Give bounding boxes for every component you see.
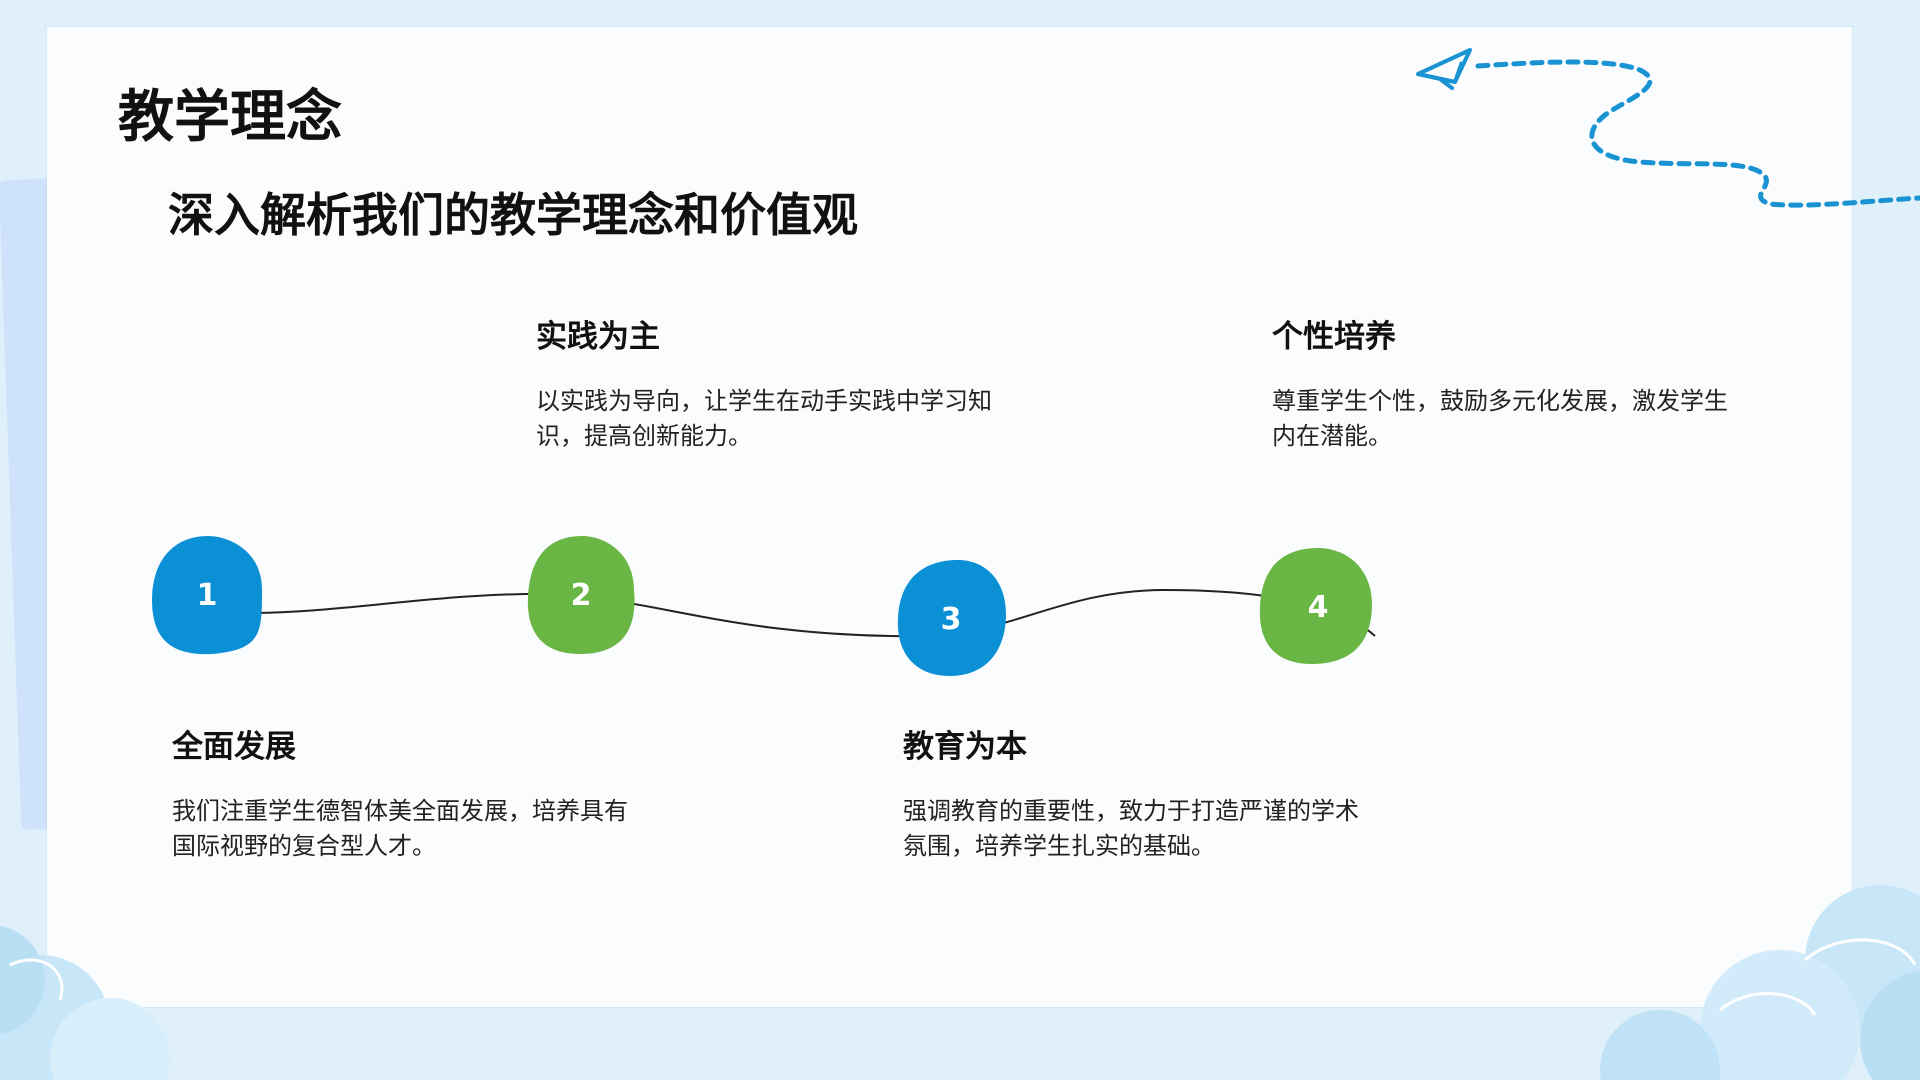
step-3-number: 3 [940, 602, 962, 637]
step-2-number: 2 [570, 578, 592, 613]
step-1-title: 全面发展 [172, 729, 296, 765]
step-1-description: 我们注重学生德智体美全面发展，培养具有国际视野的复合型人才。 [172, 797, 628, 860]
step-2-description: 以实践为导向，让学生在动手实践中学习知识，提高创新能力。 [536, 387, 992, 450]
page-title: 教学理念 [118, 85, 342, 150]
step-3-title: 教育为本 [903, 729, 1027, 765]
step-3-blob [897, 560, 1006, 676]
step-3-description: 强调教育的重要性，致力于打造严谨的学术氛围，培养学生扎实的基础。 [903, 797, 1359, 860]
page-subtitle: 深入解析我们的教学理念和价值观 [168, 188, 858, 242]
step-2-title: 实践为主 [536, 319, 660, 355]
step-4-number: 4 [1307, 590, 1329, 625]
step-4-description: 尊重学生个性，鼓励多元化发展，激发学生内在潜能。 [1272, 387, 1728, 450]
timeline-connector [239, 588, 1376, 638]
step-1-number: 1 [196, 578, 218, 613]
step-4-title: 个性培养 [1272, 319, 1396, 355]
step-2-blob [527, 536, 635, 654]
step-1-blob [152, 536, 262, 655]
step-4-blob [1259, 548, 1372, 664]
